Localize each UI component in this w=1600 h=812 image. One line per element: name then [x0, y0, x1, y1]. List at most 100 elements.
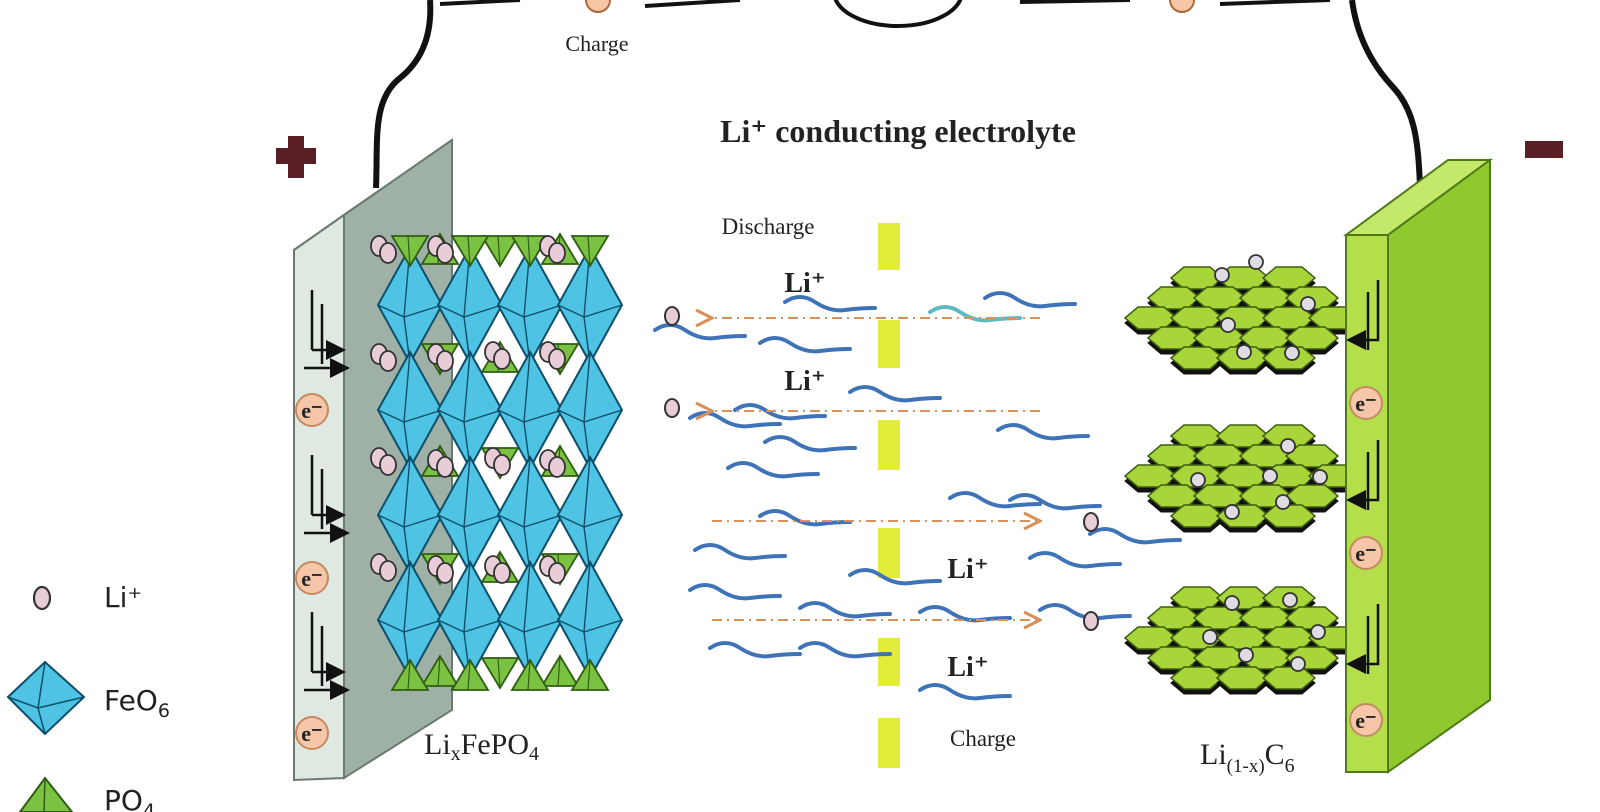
intercalated-li-icon	[1290, 656, 1306, 672]
separator-segment	[878, 223, 900, 270]
separator-segment	[878, 420, 900, 470]
po4-tetrahedron	[480, 657, 520, 690]
electrolyte-title: Li⁺ conducting electrolyte	[720, 113, 1076, 149]
electron-icon	[585, 0, 611, 13]
feo6-octahedron	[556, 559, 624, 681]
solvent-molecule	[928, 305, 1022, 323]
po4-tetrahedron	[480, 235, 520, 268]
svg-text:e⁻: e⁻	[1355, 541, 1376, 566]
li-ion-pair	[370, 235, 397, 264]
li-ion-circle-icon	[32, 585, 52, 611]
solvent-molecule	[918, 605, 1012, 623]
po4-tetrahedron	[390, 658, 430, 691]
po4-tetrahedron	[390, 235, 430, 268]
separator-segment	[878, 718, 900, 768]
feo6-octahedron	[556, 454, 624, 576]
separator-segment	[878, 528, 900, 578]
electron-icon: e⁻	[1349, 386, 1383, 420]
svg-text:e⁻: e⁻	[301, 398, 322, 423]
feo6-octahedron	[556, 349, 624, 471]
solvent-molecule	[848, 385, 942, 403]
svg-text:e⁻: e⁻	[1355, 391, 1376, 416]
li-ion-pair	[539, 341, 566, 370]
li-ion-pair	[484, 341, 511, 370]
solvent-molecule	[848, 568, 942, 586]
intercalated-li-icon	[1224, 595, 1240, 611]
cathode-electron-path-arrows	[304, 290, 340, 700]
graphite-stack	[1123, 586, 1363, 695]
solvent-molecule	[996, 423, 1090, 441]
intercalated-li-icon	[1236, 344, 1252, 360]
li-ion-icon	[664, 398, 680, 418]
intercalated-li-icon	[1282, 592, 1298, 608]
po4-tetrahedron	[510, 235, 550, 268]
po4-tetrahedron-icon	[18, 776, 74, 812]
feo6-octahedron	[556, 244, 624, 366]
intercalated-li-icon	[1284, 345, 1300, 361]
po4-tetrahedron	[570, 658, 610, 691]
cathode-crystal-lattice	[370, 232, 624, 691]
charge-label-bottom: Charge	[950, 726, 1016, 751]
solvent-molecule	[758, 509, 852, 527]
electron-icon: e⁻	[295, 716, 329, 750]
legend-label-li: Li⁺	[104, 581, 142, 614]
anode-electron-path-arrows	[1346, 280, 1380, 674]
feo6-octahedron	[496, 349, 564, 471]
svg-text:e⁻: e⁻	[301, 721, 322, 746]
intercalated-li-icon	[1238, 647, 1254, 663]
solvent-molecule	[918, 683, 1012, 701]
feo6-octahedron	[436, 559, 504, 681]
positive-terminal	[276, 136, 316, 178]
solvent-molecule	[758, 336, 852, 354]
li-ion-pair	[427, 449, 454, 478]
solvent-molecule	[726, 461, 820, 479]
li-ion-pair	[484, 447, 511, 476]
anode-formula: Li(1-x)C6	[1200, 738, 1295, 777]
intercalated-li-icon	[1275, 494, 1291, 510]
intercalated-li-icon	[1310, 624, 1326, 640]
svg-text:e⁻: e⁻	[1355, 708, 1376, 733]
po4-tetrahedron	[450, 658, 490, 691]
li-ion-pair	[370, 447, 397, 476]
li-ion-icon	[1083, 512, 1099, 532]
electron-icon: e⁻	[295, 393, 329, 427]
po4-tetrahedron	[420, 654, 460, 687]
li-ion-label: Li⁺	[784, 366, 825, 397]
electron-icon: e⁻	[295, 561, 329, 595]
electron-icon: e⁻	[1349, 536, 1383, 570]
anode-current-collector	[1342, 158, 1494, 774]
negative-terminal	[1525, 141, 1563, 158]
cathode-formula: LixFePO4	[424, 728, 539, 765]
li-ion-label: Li⁺	[784, 268, 825, 299]
solvent-molecule	[1008, 493, 1102, 511]
solvent-molecule	[693, 543, 787, 561]
solvent-molecule	[653, 323, 747, 341]
li-ion-label: Li⁺	[947, 652, 988, 683]
po4-tetrahedron	[510, 658, 550, 691]
separator-segment	[878, 320, 900, 368]
solvent-molecule	[798, 641, 892, 659]
solvent-molecule	[983, 291, 1077, 309]
intercalated-li-icon	[1190, 472, 1206, 488]
intercalated-li-icon	[1214, 267, 1230, 283]
intercalated-li-icon	[1224, 504, 1240, 520]
li-ion-pair	[370, 553, 397, 582]
separator	[878, 223, 900, 768]
li-ion-icon	[664, 306, 680, 326]
solvent-molecule	[798, 601, 892, 619]
li-ion-pair	[427, 343, 454, 372]
intercalated-li-icon	[1300, 296, 1316, 312]
li-ion-pair	[539, 235, 566, 264]
discharge-label: Discharge	[722, 214, 815, 239]
intercalated-li-icon	[1312, 469, 1328, 485]
solvent-molecule	[763, 435, 857, 453]
electron-icon	[1169, 0, 1195, 13]
graphite-stack	[1123, 424, 1363, 533]
intercalated-li-icon	[1220, 317, 1236, 333]
li-ion-pair	[484, 555, 511, 584]
solvent-molecule	[688, 583, 782, 601]
li-ion-pair	[539, 555, 566, 584]
intercalated-li-icon	[1248, 254, 1264, 270]
feo6-octahedron-icon	[6, 660, 86, 736]
